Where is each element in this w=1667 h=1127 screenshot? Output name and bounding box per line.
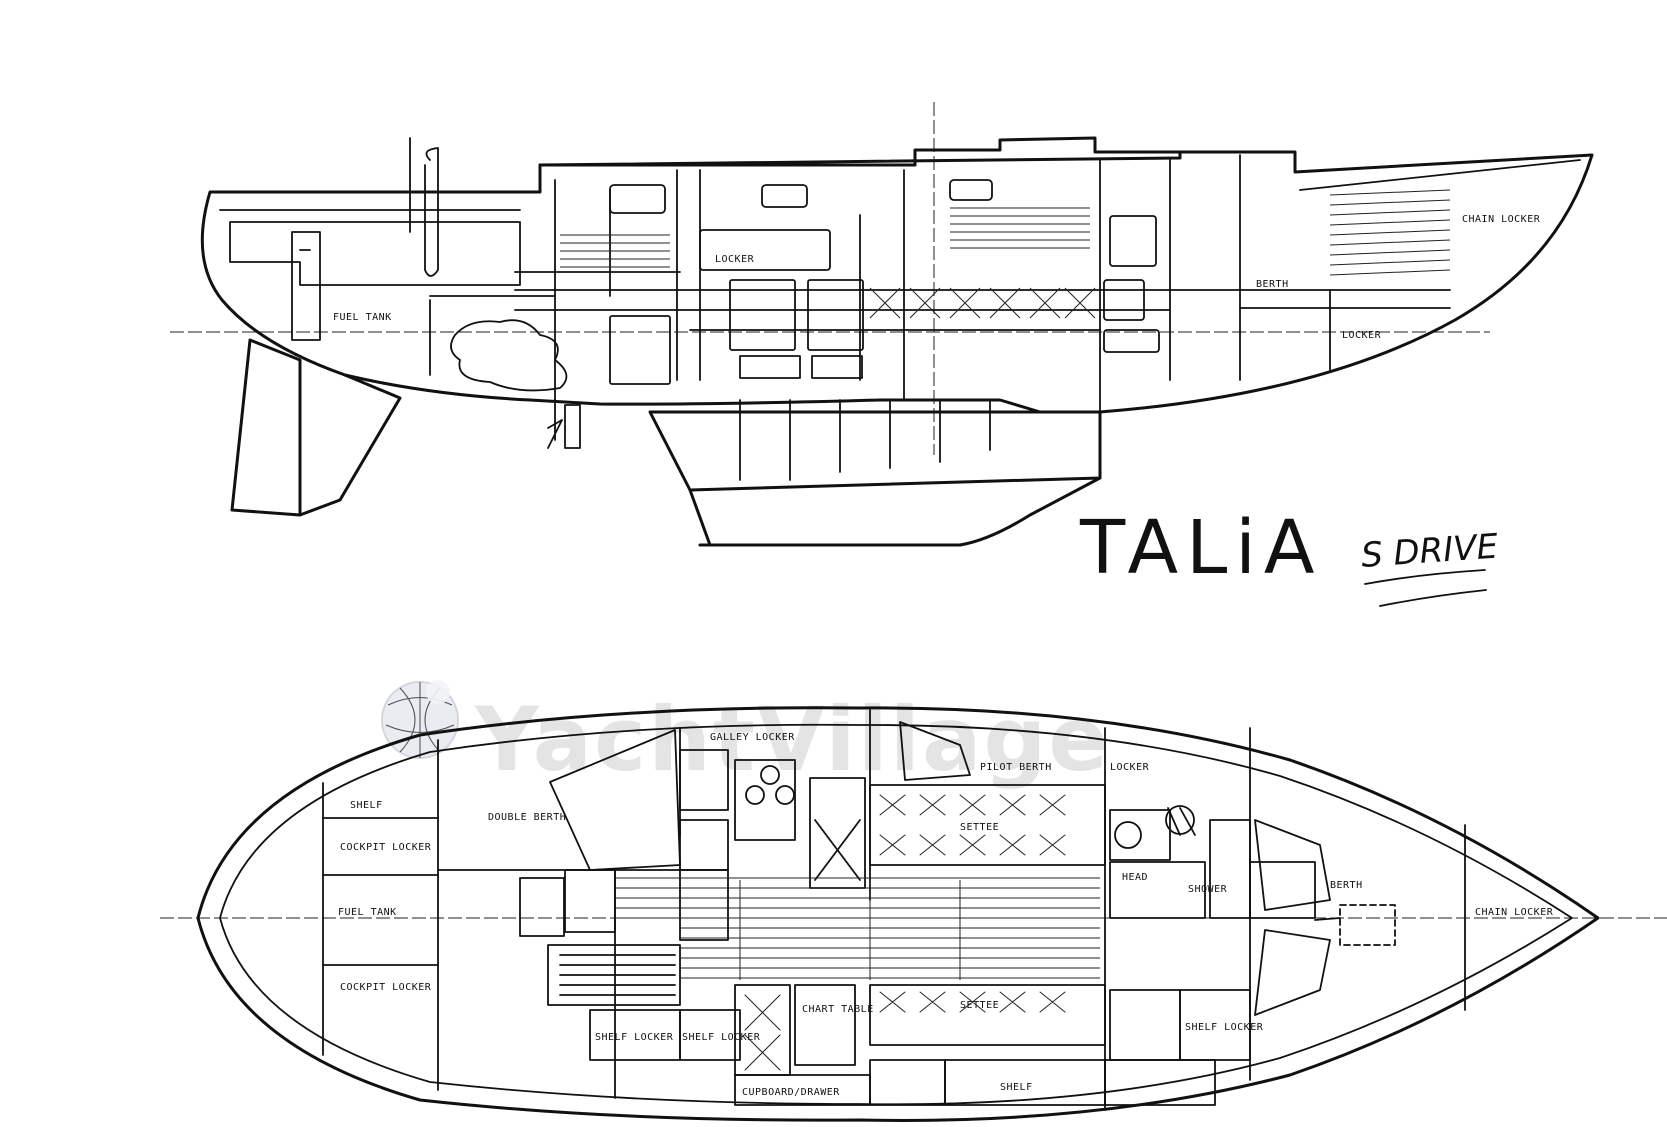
profile-rudder	[230, 338, 302, 517]
plan-label-cockpit-locker-lower: COCKPIT LOCKER	[340, 982, 432, 993]
plan-lower-units	[589, 984, 871, 1106]
plan-label-cockpit-locker-upper: COCKPIT LOCKER	[340, 842, 432, 853]
profile-label-berth: BERTH	[1256, 279, 1289, 290]
profile-settee-hatch	[869, 287, 1096, 319]
plan-hull-inner	[219, 723, 1573, 1106]
profile-skeg	[298, 373, 402, 517]
subtitle-underline	[1364, 569, 1487, 607]
plan-label-shelf-locker-a: SHELF LOCKER	[595, 1032, 674, 1043]
plan-cabin-sole	[615, 877, 1100, 980]
plan-galley	[679, 749, 866, 941]
watermark: YachtVillage	[381, 680, 1110, 791]
plan-head	[1109, 805, 1251, 919]
plan-label-chain-locker: CHAIN LOCKER	[1475, 907, 1554, 918]
plan-label-cupboard-drawer: CUPBOARD/DRAWER	[742, 1087, 840, 1098]
plan-shower	[1249, 861, 1316, 919]
design-subtitle: S DRIVE	[1360, 526, 1500, 575]
plan-label-shower: SHOWER	[1188, 884, 1228, 895]
profile-label-fuel-tank: FUEL TANK	[333, 312, 392, 323]
profile-label-locker-fwd: LOCKER	[1342, 330, 1382, 341]
profile-label-locker: LOCKER	[715, 254, 755, 265]
profile-berth-stripes	[560, 189, 1451, 276]
plan-aft-compartments	[322, 739, 439, 1091]
plan-view: SHELF COCKPIT LOCKER FUEL TANK COCKPIT L…	[160, 706, 1667, 1122]
profile-hull	[200, 150, 1594, 414]
plan-label-shelf-bottom: SHELF	[1000, 1082, 1033, 1093]
profile-view: FUEL TANK LOCKER CHAIN LOCKER BERTH LOCK…	[170, 102, 1594, 547]
profile-cabin-top	[538, 136, 1182, 167]
watermark-text: YachtVillage	[474, 688, 1110, 791]
profile-keel	[648, 410, 1102, 547]
profile-lockers	[609, 179, 1160, 385]
profile-sheer	[219, 159, 1581, 211]
plan-label-galley-locker: GALLEY LOCKER	[710, 732, 795, 743]
plan-label-shelf-locker-b: SHELF LOCKER	[682, 1032, 761, 1043]
plan-label-chart-table: CHART TABLE	[802, 1004, 874, 1015]
plan-label-fuel-tank: FUEL TANK	[338, 907, 397, 918]
profile-propeller	[547, 399, 581, 449]
plan-v-berth	[1254, 819, 1396, 1016]
plan-pilot-berth	[899, 721, 971, 781]
profile-engine	[450, 319, 568, 392]
plan-label-berth: BERTH	[1330, 880, 1363, 891]
plan-label-locker: LOCKER	[1110, 762, 1150, 773]
plan-label-shelf: SHELF	[350, 800, 383, 811]
plan-label-double-berth: DOUBLE BERTH	[488, 812, 566, 823]
plan-label-shelf-locker-c: SHELF LOCKER	[1185, 1022, 1264, 1033]
plan-label-pilot-berth: PILOT BERTH	[980, 762, 1052, 773]
plan-settee-upper	[869, 784, 1106, 866]
plan-label-settee-upper: SETTEE	[960, 822, 999, 833]
plan-label-head: HEAD	[1122, 872, 1148, 883]
plan-label-settee-lower: SETTEE	[960, 1000, 999, 1011]
plan-hull-outline	[196, 706, 1600, 1122]
profile-cockpit	[229, 221, 521, 286]
plan-lower-fwd-lockers	[1104, 989, 1251, 1106]
plan-companionway	[519, 869, 681, 1006]
profile-label-chain-locker: CHAIN LOCKER	[1462, 214, 1541, 225]
design-title: TALiA	[1079, 505, 1323, 591]
